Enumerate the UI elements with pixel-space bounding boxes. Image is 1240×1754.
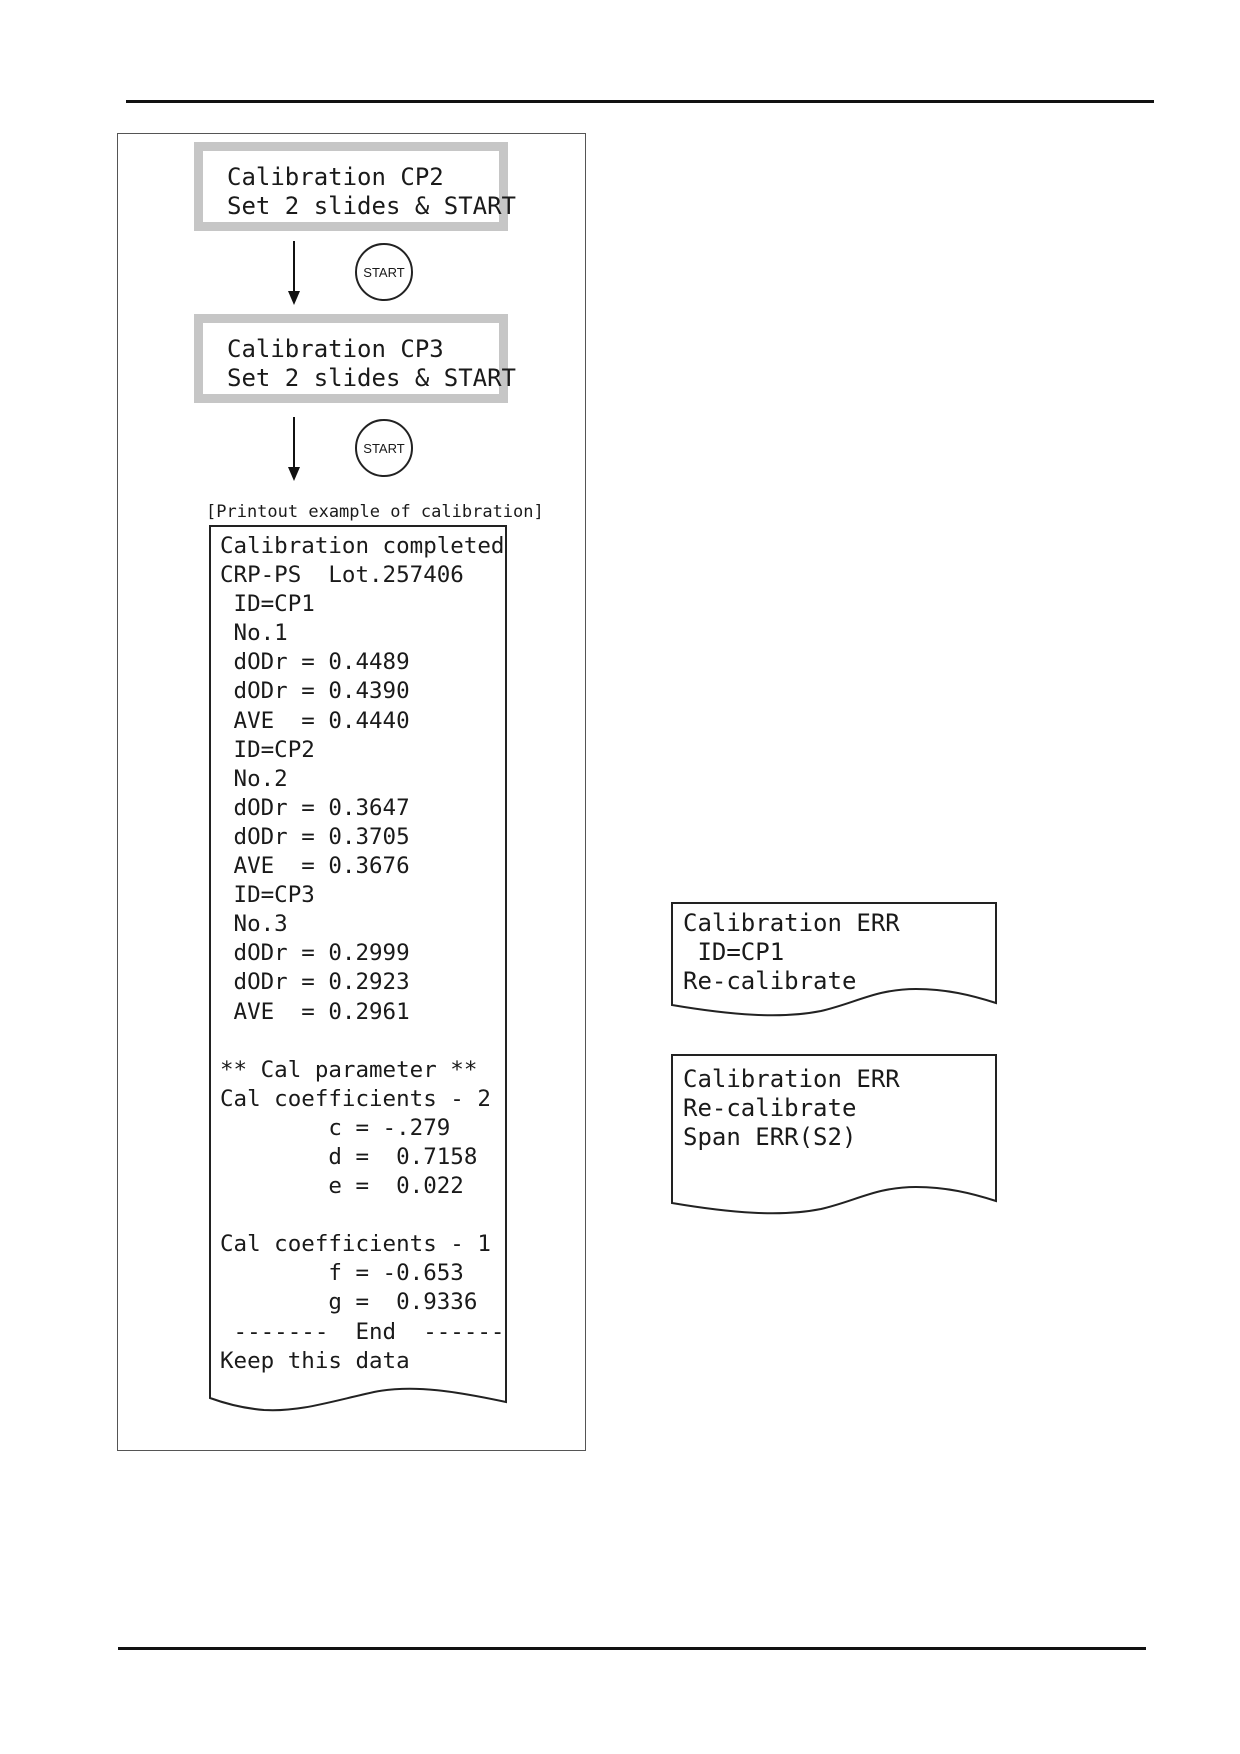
printout-line: dODr = 0.2923 bbox=[220, 969, 410, 996]
lcd-line-1: Calibration CP2 bbox=[227, 163, 444, 191]
calibration-flow-figure bbox=[117, 133, 586, 1451]
printout-line: No.2 bbox=[220, 765, 288, 792]
start-button[interactable]: START bbox=[355, 243, 413, 301]
printout-line: Cal coefficients - 1 bbox=[220, 1231, 491, 1258]
printout-line: e = 0.022 bbox=[220, 1173, 464, 1200]
printout-line: ID=CP1 bbox=[683, 938, 785, 966]
printout-line: Span ERR(S2) bbox=[683, 1123, 857, 1151]
printout-line: Calibration ERR bbox=[683, 909, 900, 937]
printout-paper-outline bbox=[671, 902, 997, 1017]
printout-line: No.1 bbox=[220, 620, 288, 647]
printout-line: AVE = 0.2961 bbox=[220, 998, 410, 1025]
header-rule bbox=[126, 100, 1154, 103]
printout-caption: [Printout example of calibration] bbox=[206, 502, 544, 522]
printout-line: AVE = 0.4440 bbox=[220, 707, 410, 734]
printout-line: dODr = 0.4390 bbox=[220, 678, 410, 705]
printout-line bbox=[220, 1027, 504, 1056]
lcd-line-2: Set 2 slides & START bbox=[227, 192, 516, 220]
printout-line: dODr = 0.2999 bbox=[220, 940, 410, 967]
printout-line: c = -.279 bbox=[220, 1114, 451, 1141]
printout-line: dODr = 0.3647 bbox=[220, 794, 410, 821]
printout-line: ID=CP1 bbox=[220, 591, 315, 618]
printout-line bbox=[220, 1201, 504, 1230]
printout-line: AVE = 0.3676 bbox=[220, 853, 410, 880]
printout-line: dODr = 0.3705 bbox=[220, 823, 410, 850]
lcd-screen-cp3: Calibration CP3 Set 2 slides & START bbox=[194, 314, 516, 403]
printout-line: f = -0.653 bbox=[220, 1260, 464, 1287]
printout-paper-outline bbox=[671, 1054, 997, 1215]
lcd-screen-cp2: Calibration CP2 Set 2 slides & START bbox=[194, 142, 516, 231]
start-button-label: START bbox=[363, 264, 405, 280]
printout-line: ID=CP3 bbox=[220, 882, 315, 909]
printout-line: Keep this data bbox=[220, 1347, 410, 1374]
down-arrow-icon bbox=[288, 241, 300, 305]
printout-line: Cal coefficients - 2 bbox=[220, 1085, 491, 1112]
printout-line: ------- End ------ bbox=[220, 1318, 505, 1345]
start-button[interactable]: START bbox=[355, 419, 413, 477]
start-button-label: START bbox=[363, 440, 405, 456]
printout-line: Re-calibrate bbox=[683, 967, 857, 995]
printout-line: d = 0.7158 bbox=[220, 1143, 478, 1170]
lcd-line-1: Calibration CP3 bbox=[227, 335, 444, 363]
printout-line: CRP-PS Lot.257406 bbox=[220, 562, 464, 589]
printout-line: ID=CP2 bbox=[220, 736, 315, 763]
down-arrow-icon bbox=[288, 417, 300, 481]
printout-line: No.3 bbox=[220, 911, 288, 938]
lcd-line-2: Set 2 slides & START bbox=[227, 364, 516, 392]
printout-line: dODr = 0.4489 bbox=[220, 649, 410, 676]
printout-line: Calibration completed bbox=[220, 533, 505, 559]
printout-line: g = 0.9336 bbox=[220, 1289, 478, 1316]
footer-rule bbox=[118, 1647, 1146, 1650]
printout-line: Calibration ERR bbox=[683, 1065, 900, 1093]
printout-line: Re-calibrate bbox=[683, 1094, 857, 1122]
printout-line: ** Cal parameter ** bbox=[220, 1056, 478, 1083]
printout-paper-outline bbox=[209, 525, 507, 1412]
